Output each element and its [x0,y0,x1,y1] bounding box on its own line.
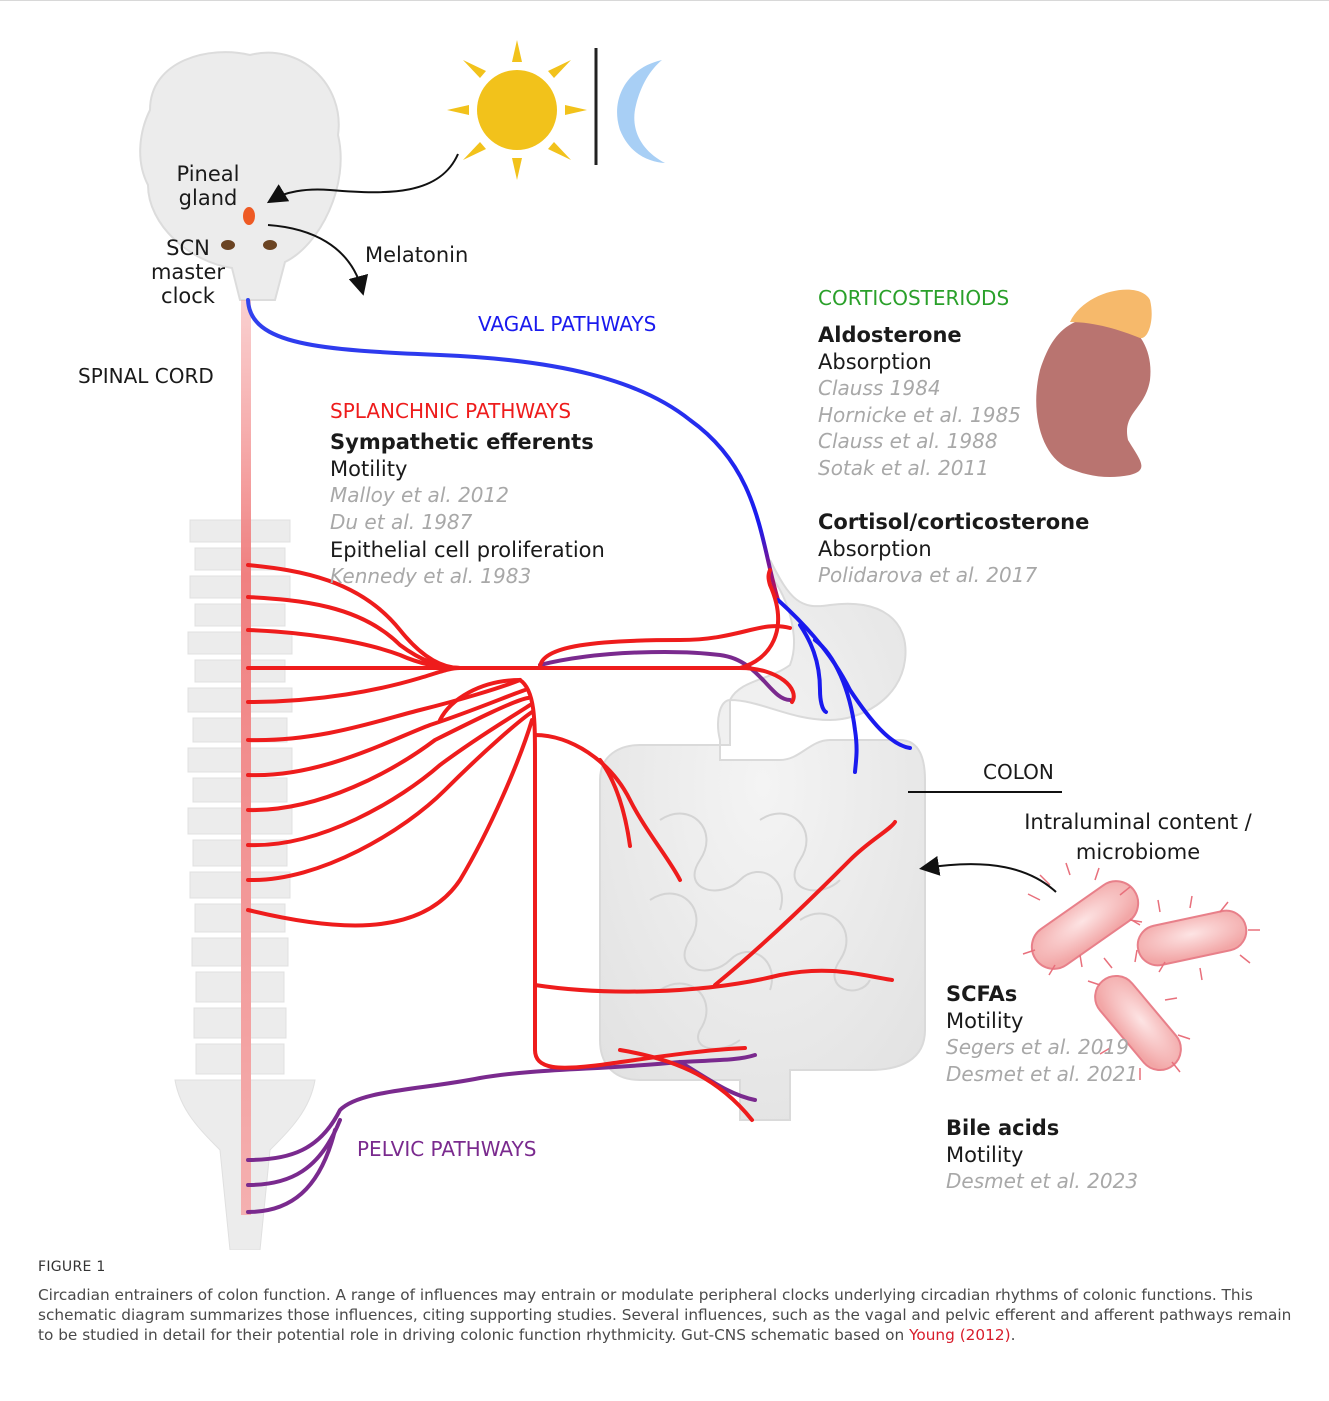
sympathetic-ref-malloy: Malloy et al. 2012 [330,483,509,507]
bile-acids-motility-item: Motility [946,1143,1023,1167]
scn-dot-left [221,240,235,250]
cortisol-heading: Cortisol/corticosterone [818,510,1089,534]
corticosteroids-heading: CORTICOSTERIODS [818,286,1009,310]
circadian-diagram: Pineal gland SCN master clock Melatonin … [0,0,1329,1250]
cortisol-ref-polidarova: Polidarova et al. 2017 [818,563,1037,587]
bile-acids-heading: Bile acids [946,1116,1059,1140]
epithelial-proliferation-item: Epithelial cell proliferation [330,538,605,562]
aldosterone-ref-clauss-1984: Clauss 1984 [818,376,941,400]
colon-label: COLON [983,760,1054,784]
aldosterone-ref-sotak: Sotak et al. 2011 [818,456,989,480]
sympathetic-efferents-heading: Sympathetic efferents [330,430,594,454]
kidney-illustration [1036,290,1151,477]
pineal-gland-label-line1: Pineal [177,162,240,186]
pineal-gland-dot [243,207,255,225]
scn-dot-right [263,240,277,250]
pelvic-pathways-label: PELVIC PATHWAYS [357,1137,536,1161]
figure-caption: Circadian entrainers of colon function. … [38,1285,1293,1345]
moon-icon [617,60,665,163]
caption-reference-link[interactable]: Young (2012) [909,1326,1011,1344]
sun-icon [447,40,587,180]
intraluminal-label-line1: Intraluminal content / [1024,810,1252,834]
microbiome-arrow [925,864,1056,892]
aldosterone-ref-hornicke: Hornicke et al. 1985 [818,403,1021,427]
splanchnic-pathways-label: SPLANCHNIC PATHWAYS [330,399,571,423]
spinal-cord [241,300,251,1215]
aldosterone-ref-clauss-1988: Clauss et al. 1988 [818,429,998,453]
scfas-ref-desmet-2021: Desmet et al. 2021 [946,1062,1138,1086]
sympathetic-ref-du: Du et al. 1987 [330,510,473,534]
intraluminal-label-line2: microbiome [1076,840,1200,864]
scn-label-line3: clock [161,284,216,308]
cortisol-absorption-item: Absorption [818,537,932,561]
scfas-ref-segers: Segers et al. 2019 [946,1035,1129,1059]
aldosterone-heading: Aldosterone [818,323,962,347]
bile-acids-ref-desmet-2023: Desmet et al. 2023 [946,1169,1138,1193]
spinal-cord-label: SPINAL CORD [78,364,214,388]
caption-end: . [1011,1326,1016,1344]
sympathetic-motility-item: Motility [330,457,407,481]
figure-number: FIGURE 1 [38,1259,106,1275]
melatonin-label: Melatonin [365,243,468,267]
scfas-heading: SCFAs [946,982,1017,1006]
aldosterone-absorption-item: Absorption [818,350,932,374]
scn-label-line1: SCN [166,236,210,260]
bacterium-2 [1134,907,1250,969]
scn-label-line2: master [151,260,225,284]
caption-text: Circadian entrainers of colon function. … [38,1286,1291,1344]
scfas-motility-item: Motility [946,1009,1023,1033]
vagal-pathways-label: VAGAL PATHWAYS [478,312,656,336]
pineal-gland-label-line2: gland [179,186,238,210]
sympathetic-ref-kennedy: Kennedy et al. 1983 [330,564,531,588]
